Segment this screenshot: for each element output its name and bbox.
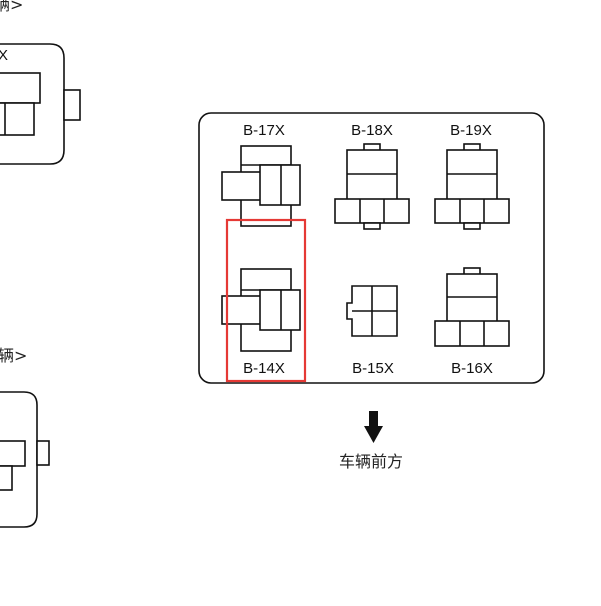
front-direction-arrow-icon	[364, 411, 383, 443]
b14x-label: B-14X	[243, 360, 285, 377]
b14x-highlight-box	[225, 218, 307, 383]
left-partial-connector-bottom: 辆>	[0, 346, 50, 528]
left-bottom-latch	[36, 440, 50, 466]
b17x-label: B-17X	[243, 122, 285, 139]
b16x-label: B-16X	[451, 360, 493, 377]
left-top-inner-upper	[0, 72, 41, 104]
connector-b15x: B-15X	[346, 285, 398, 377]
connector-b19x: B-19X	[434, 122, 510, 230]
connector-b16x: B-16X	[434, 267, 510, 377]
left-bottom-inner-upper	[0, 440, 26, 467]
top-left-partial-label: 辆>	[0, 0, 23, 14]
b15x-label: B-15X	[352, 360, 394, 377]
connector-b14x: B-14X	[221, 268, 301, 377]
mid-left-partial-label: 辆>	[0, 346, 27, 365]
b18x-label: B-18X	[351, 122, 393, 139]
left-top-latch	[63, 89, 81, 121]
vehicle-front-label: 车辆前方	[339, 452, 403, 471]
b19x-label: B-19X	[450, 122, 492, 139]
top-left-letter: X	[0, 47, 8, 64]
connector-b18x: B-18X	[334, 122, 410, 230]
connector-b17x: B-17X	[221, 122, 301, 227]
left-bottom-inner-lower	[0, 465, 13, 491]
left-partial-connector-top: 辆> X	[0, 0, 81, 165]
